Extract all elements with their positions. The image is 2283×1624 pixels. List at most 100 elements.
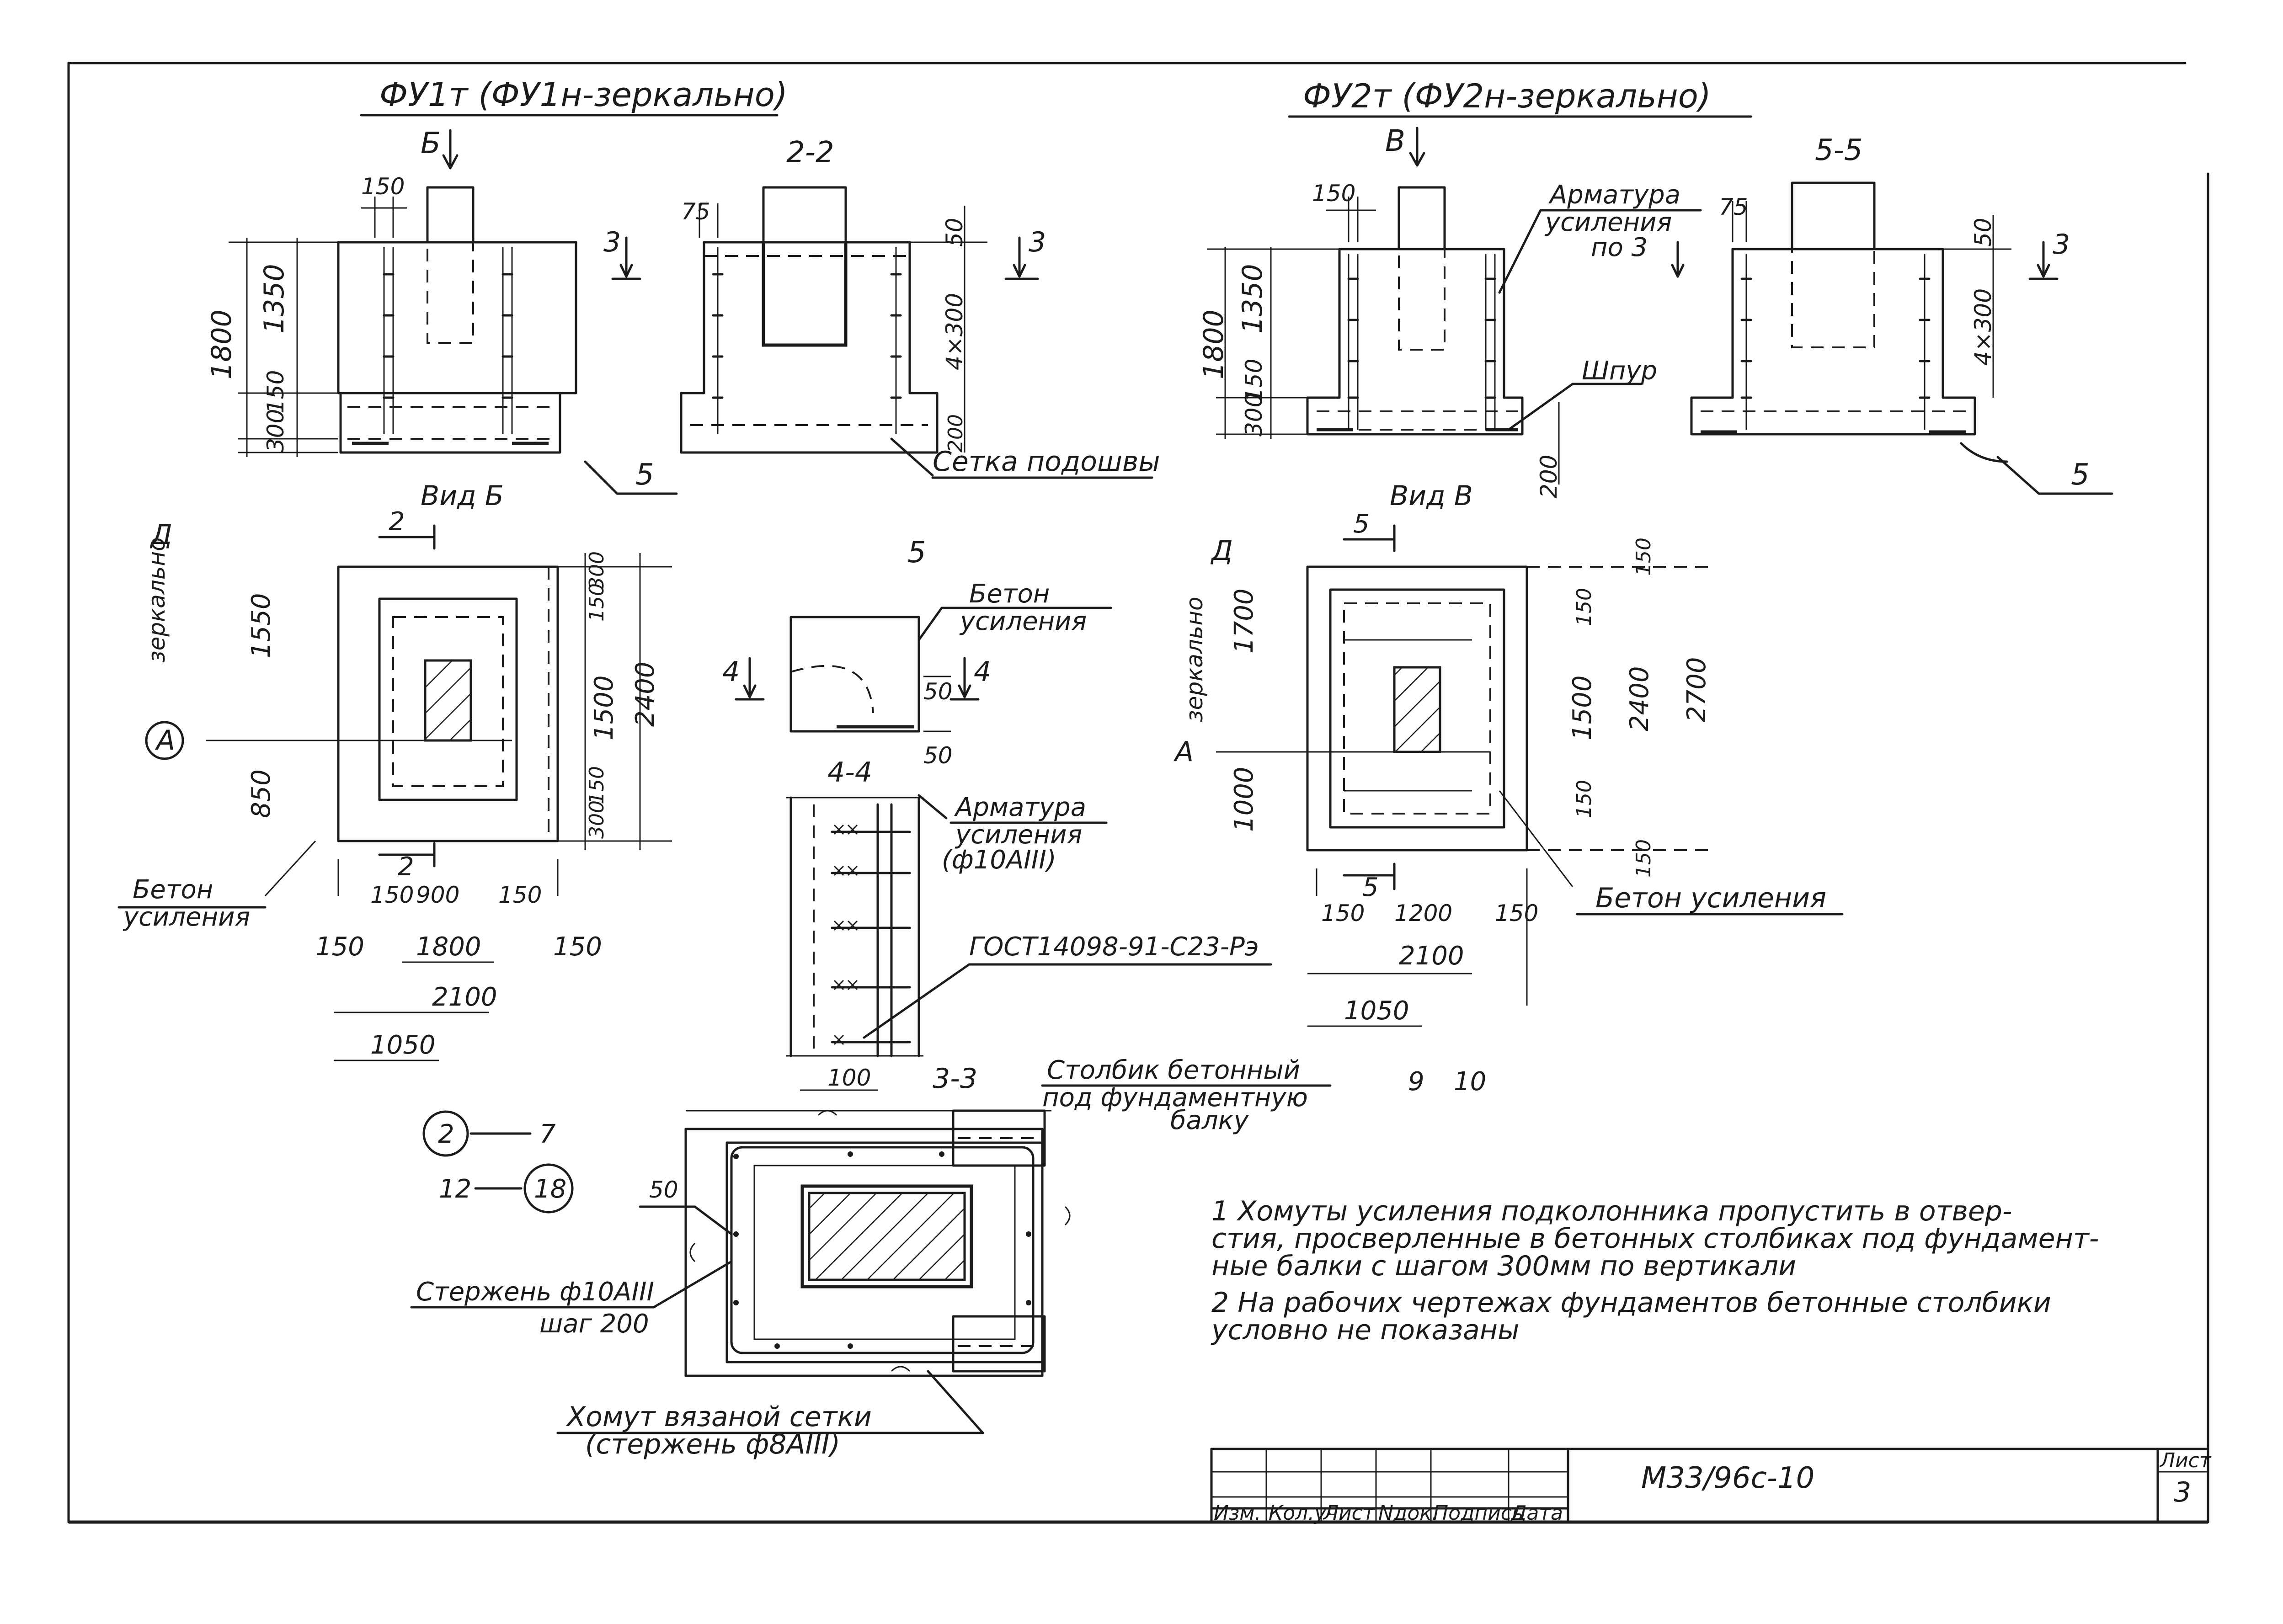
vidv-dim-1500: 1500: [1568, 675, 1597, 740]
stamp-ndok: Nдок.: [1378, 1502, 1438, 1525]
vidv-mirror: зеркально: [1181, 596, 1208, 722]
note-line-4: 2 На рабочих чертежах фундаментов бетонн…: [1211, 1287, 2051, 1319]
fu1-dim-300: 300: [262, 409, 289, 453]
sec22-cut-3-left: 3: [603, 226, 641, 280]
svg-text:Бетон: Бетон: [133, 875, 213, 905]
vidb-axis-d: Д: [149, 519, 172, 551]
svg-text:Б: Б: [421, 127, 441, 160]
svg-text:5: 5: [635, 458, 654, 492]
fu2-leader-5: 5: [1960, 442, 2113, 495]
fu1-leader-5: 5: [584, 458, 678, 495]
sec55-section: [1690, 181, 2011, 436]
fu2-dim-300-150: 300: [1241, 393, 1267, 437]
stamp-list: Лист: [1323, 1502, 1375, 1525]
svg-text:Столбик бетонный: Столбик бетонный: [1047, 1055, 1300, 1085]
fu1-title: ФУ1т (ФУ1н-зеркально): [360, 75, 788, 117]
svg-text:12: 12: [439, 1174, 471, 1204]
svg-text:5: 5: [1362, 873, 1379, 902]
fu2-dim-150: 150: [1312, 180, 1355, 207]
vidb-cut-2-bottom: 2: [378, 842, 436, 882]
stamp-podpis: Подпись: [1433, 1502, 1524, 1525]
vidb-cut-2-top: 2: [378, 507, 436, 550]
svg-text:Арматура: Арматура: [954, 793, 1086, 822]
sec33-homut-label: Хомут вязаной сетки (стержень ф8АIII): [556, 1370, 984, 1460]
vidb-axis-a: А: [145, 721, 184, 760]
vidb-dim-c150a: 150: [315, 932, 364, 962]
fu1-view-arrow: Б: [421, 127, 459, 170]
vidb-dim-1500: 1500: [589, 675, 619, 740]
fu2-dim-1800: 1800: [1198, 309, 1230, 379]
vidb-dim-c150b: 150: [553, 932, 602, 962]
svg-text:шаг 200: шаг 200: [539, 1309, 649, 1339]
svg-text:Хомут вязаной сетки: Хомут вязаной сетки: [565, 1401, 872, 1433]
svg-text:усиления: усиления: [959, 607, 1087, 636]
svg-text:3: 3: [1029, 226, 1046, 258]
fu2-elevation: [1207, 186, 1560, 485]
svg-text:3: 3: [603, 226, 621, 258]
vidb-dim-b150a: 150: [370, 882, 414, 908]
vidv-dim-150e: 150: [1632, 839, 1655, 878]
sec44-section: [786, 796, 923, 1091]
sec55-dim-50: 50: [1970, 218, 1996, 247]
stamp-izm: Изм.: [1214, 1502, 1261, 1525]
svg-text:усиления: усиления: [955, 820, 1082, 850]
sheet-number: 3: [2174, 1476, 2191, 1508]
sec55-cut-3: 3: [2028, 229, 2070, 280]
vidv-axis-d: Д: [1210, 535, 1233, 567]
svg-text:В: В: [1385, 124, 1405, 158]
detail5-dim-50a: 50: [923, 678, 953, 705]
sec22-dim-200: 200: [944, 414, 967, 453]
svg-text:(стержень ф8АIII): (стержень ф8АIII): [585, 1428, 840, 1460]
note-line-5: условно не показаны: [1211, 1314, 1519, 1346]
vidb-plan: [206, 553, 672, 897]
vidv-title: Вид В: [1390, 480, 1473, 512]
fu2-view-arrow: В: [1385, 124, 1425, 167]
sec22-title: 2-2: [786, 136, 834, 170]
fu1-dim-1350: 1350: [258, 264, 290, 334]
vidv-dim-150c: 150: [1573, 588, 1596, 626]
fu2-dim-1350: 1350: [1237, 264, 1269, 334]
title-block: [1210, 1448, 2209, 1523]
vidv-cut-5-bottom: 5: [1343, 863, 1396, 902]
sec55-dim-75: 75: [1719, 194, 1748, 220]
sec33-title: 3-3: [933, 1063, 977, 1095]
sec33-dim-50: 50: [639, 1177, 733, 1235]
vidv-dim-2100: 2100: [1399, 941, 1464, 971]
svg-text:усиления: усиления: [1544, 208, 1672, 237]
svg-text:под фундаментную: под фундаментную: [1042, 1083, 1308, 1113]
fu2-title: ФУ2т (ФУ2н-зеркально): [1288, 77, 1752, 118]
sec44-dim-100: 100: [827, 1065, 871, 1091]
vidb-dim-150r: 150: [585, 583, 608, 622]
svg-text:(ф10АIII): (ф10АIII): [942, 845, 1056, 875]
stamp-data: Дата: [1510, 1502, 1563, 1525]
svg-text:Стержень ф10АIII: Стержень ф10АIII: [416, 1277, 654, 1307]
svg-text:50: 50: [649, 1177, 678, 1203]
sec22-dim-50: 50: [941, 218, 968, 247]
sec33-sterzhen-label: Стержень ф10АIII шаг 200: [410, 1260, 733, 1339]
svg-text:2: 2: [438, 1119, 454, 1149]
sec44-armatura-leader: Арматура усиления (ф10АIII): [917, 793, 1108, 875]
svg-text:18: 18: [534, 1174, 566, 1204]
vidv-plan: [1216, 565, 1710, 1006]
fu1-elevation: [229, 186, 577, 457]
vidb-beton-label: Бетон усиления: [117, 875, 267, 932]
svg-text:Бетон усиления: Бетон усиления: [1595, 882, 1826, 914]
note-line-2: стия, просверленные в бетонных столбиках…: [1211, 1223, 2099, 1255]
vidv-dim-1050: 1050: [1307, 996, 1422, 1027]
misc-9: 9: [1408, 1067, 1424, 1097]
svg-text:2: 2: [389, 507, 405, 537]
detail5-dim-50b: 50: [923, 742, 953, 769]
svg-text:балку: балку: [1170, 1106, 1249, 1135]
svg-text:2: 2: [398, 852, 414, 882]
detail5-beton-label: Бетон усиления: [959, 579, 1087, 636]
sheet-frame: [67, 62, 2209, 1524]
svg-text:5: 5: [2071, 458, 2090, 492]
svg-text:Сетка подошвы: Сетка подошвы: [933, 446, 1160, 478]
vidv-dim-2700: 2700: [1682, 657, 1712, 722]
detail5-cut-4-right: 4: [949, 656, 991, 701]
vidv-dim-2400: 2400: [1625, 666, 1654, 731]
vidb-dim-2400: 2400: [630, 661, 660, 727]
svg-text:по 3: по 3: [1591, 233, 1648, 262]
sec55-title: 5-5: [1815, 133, 1863, 167]
